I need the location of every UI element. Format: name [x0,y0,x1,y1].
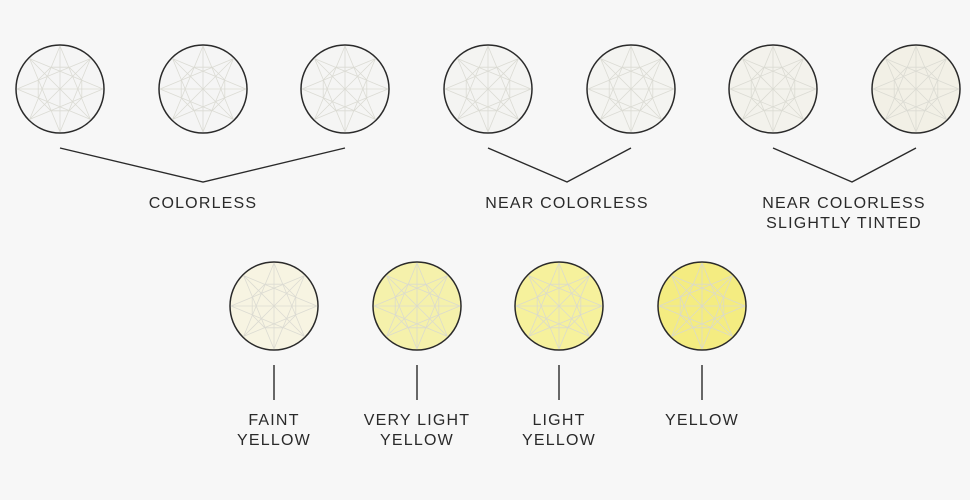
diamond-outline [586,44,676,134]
light-yellow-label-line-2: YELLOW [522,432,596,449]
near-colorless-slightly-tinted-label: NEAR COLORLESS SLIGHTLY TINTED [724,194,964,234]
diamond-icon [158,44,248,134]
diamond-outline [229,261,319,351]
diamond-icon [15,44,105,134]
diamond-icon [229,261,319,351]
diamond-icon [871,44,961,134]
diamond-outline [300,44,390,134]
diamond-icon [514,261,604,351]
facet-lines [729,45,817,133]
grade-connectors [273,365,703,400]
diamond-outline [657,261,747,351]
colorless-label: COLORLESS [83,194,323,214]
facet-lines [587,45,675,133]
faint-yellow-label-line-1: FAINT [248,412,300,429]
faint-yellow-label-line-2: YELLOW [237,432,311,449]
facet-lines [444,45,532,133]
very-light-yellow-label-line-2: YELLOW [380,432,454,449]
diamond-icon [586,44,676,134]
diamond-outline [158,44,248,134]
diamond-outline [15,44,105,134]
near-colorless-bracket [487,147,632,183]
diamond-icon [728,44,818,134]
facet-lines [872,45,960,133]
row1-diamonds [15,44,961,134]
diamond-outline [514,261,604,351]
faint-yellow-label: FAINT YELLOW [199,411,349,451]
near-colorless-label: NEAR COLORLESS [447,194,687,214]
diamond-outline [871,44,961,134]
slightly-tinted-label-line-1: NEAR COLORLESS [762,195,926,212]
light-yellow-label: LIGHT YELLOW [484,411,634,451]
facet-lines [373,262,461,350]
light-yellow-label-line-1: LIGHT [532,412,586,429]
facet-lines [159,45,247,133]
diamond-icon [372,261,462,351]
very-light-yellow-label-line-1: VERY LIGHT [363,412,471,429]
colorless-bracket [59,147,346,183]
facet-lines [658,262,746,350]
slightly-tinted-label-line-2: SLIGHTLY TINTED [766,215,922,232]
near-colorless-slightly-tinted-bracket [772,147,917,183]
facet-lines [515,262,603,350]
near-colorless-label-line-1: NEAR COLORLESS [485,195,649,212]
facet-lines [230,262,318,350]
yellow-label: YELLOW [627,411,777,431]
group-brackets [59,147,917,183]
facet-lines [301,45,389,133]
diamond-icon [443,44,533,134]
very-light-yellow-label: VERY LIGHT YELLOW [342,411,492,451]
diamond-outline [443,44,533,134]
yellow-label-line-1: YELLOW [665,412,739,429]
facet-lines [16,45,104,133]
colorless-label-line-1: COLORLESS [148,195,258,212]
diamond-icon [657,261,747,351]
diamond-icon [300,44,390,134]
row2-diamonds [229,261,747,351]
diamond-outline [728,44,818,134]
diamond-outline [372,261,462,351]
